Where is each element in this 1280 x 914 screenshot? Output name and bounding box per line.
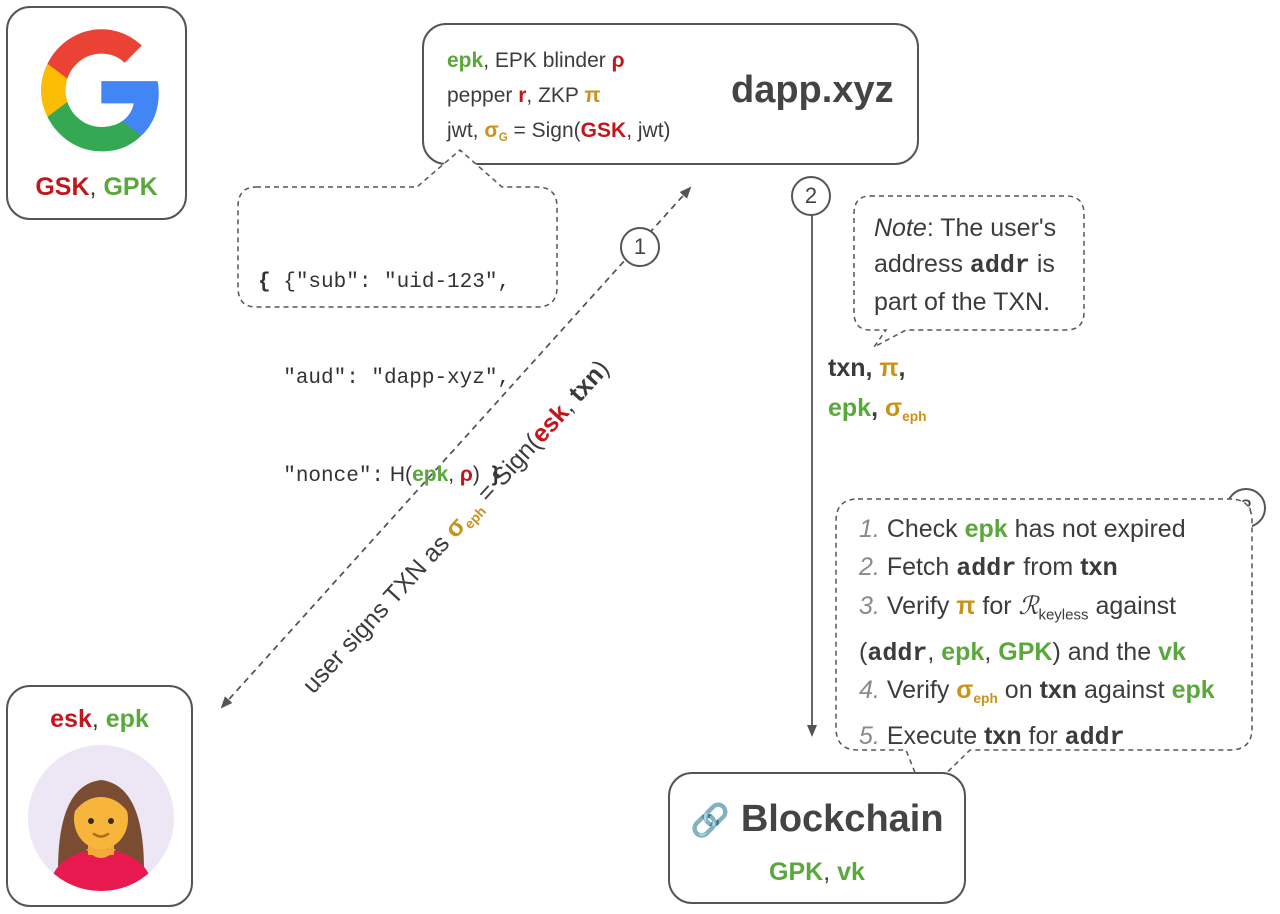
jwt-brace: { [258, 271, 284, 294]
epk-label: epk [447, 49, 484, 72]
blockchain-box: 🔗 Blockchain GPK, vk [668, 772, 966, 904]
jwt-label: jwt, [447, 119, 485, 142]
jwt-hash-fn: H( [389, 463, 413, 486]
note-text2b: is [1029, 250, 1055, 278]
pepper-label: pepper [447, 84, 519, 107]
check-item-5: 5. Execute txn for addr [859, 721, 1125, 752]
note-text1: : The user's [926, 214, 1057, 242]
sigma-g: σ [484, 119, 499, 142]
check-item-3-cont: (addr, epk, GPK) and the vk [859, 637, 1186, 668]
note-text3: part of the TXN. [874, 288, 1051, 316]
jwt-close: ) [472, 463, 480, 486]
sigma-g-sub: G [498, 132, 508, 145]
user-keys: esk, epk [50, 705, 149, 733]
payload-epk: epk [828, 394, 872, 422]
google-box: GSK, GPK [6, 6, 187, 220]
check-item-2: 2. Fetch addr from txn [859, 552, 1118, 583]
payload-txn: txn [828, 354, 866, 382]
jwt-epk: epk [412, 463, 449, 486]
google-logo-icon [40, 29, 159, 152]
sign-close: , jwt) [626, 119, 671, 142]
check-item-1: 1. Check epk has not expired [859, 515, 1186, 543]
payload-pi: π [879, 354, 899, 382]
jwt-aud: "aud": "dapp-xyz", [283, 367, 511, 390]
jwt-nonce-key: "nonce": [283, 465, 385, 488]
note-addr: addr [969, 251, 1030, 280]
gsk-in-sign: GSK [580, 119, 627, 142]
gsk-label: GSK [35, 173, 90, 201]
link-icon: 🔗 [690, 802, 731, 838]
jwt-rho: ρ [459, 463, 473, 486]
jwt-sub: {"sub": "uid-123", [283, 271, 511, 294]
dapp-title: dapp.xyz [731, 69, 894, 111]
note-title: Note [874, 214, 927, 242]
pepper-r: r [518, 84, 527, 107]
checks-list: 1. Check epk has not expired 2. Fetch ad… [859, 511, 1215, 756]
step-2-badge: 2 [791, 176, 831, 216]
rho-label: ρ [611, 49, 625, 72]
google-keys: GSK, GPK [35, 173, 158, 201]
blockchain-title: 🔗 Blockchain [670, 798, 964, 841]
check-item-4: 4. Verify σeph on txn against epk [859, 676, 1215, 707]
pi-label: π [584, 84, 601, 107]
jwt-bubble [237, 149, 558, 308]
step-1-badge: 1 [620, 227, 660, 267]
blinder-label: , EPK blinder [483, 49, 612, 72]
gpk-label: GPK [103, 173, 158, 201]
jwt-content: { {"sub": "uid-123", "aud": "dapp-xyz", … [258, 271, 511, 488]
payload-sigma: σ [885, 394, 903, 422]
check-item-3: 3. Verify π for ℛkeyless against [859, 591, 1177, 624]
note-content: Note: The user's address addr is part of… [874, 210, 1056, 320]
zkp-label: , ZKP [526, 84, 585, 107]
user-esk: esk [50, 705, 92, 733]
user-box: esk, epk [6, 685, 193, 907]
user-avatar-icon [28, 745, 174, 891]
checks-bubble [835, 498, 1253, 797]
dapp-box: epk, EPK blinder ρ pepper r, ZKP π jwt, … [422, 23, 919, 165]
dapp-secrets: epk, EPK blinder ρ pepper r, ZKP π jwt, … [447, 43, 671, 156]
payload-sigma-sub: eph [902, 408, 927, 424]
txn-payload: txn, π, epk, σeph [828, 354, 927, 424]
user-epk: epk [105, 705, 149, 733]
blockchain-keys: GPK, vk [769, 858, 865, 886]
note-text2a: address [874, 250, 970, 278]
blockchain-gpk: GPK [769, 858, 824, 886]
blockchain-vk: vk [837, 858, 865, 886]
blockchain-label: Blockchain [740, 798, 944, 840]
note-bubble [853, 195, 1085, 348]
sign-label: = Sign( [507, 119, 581, 142]
